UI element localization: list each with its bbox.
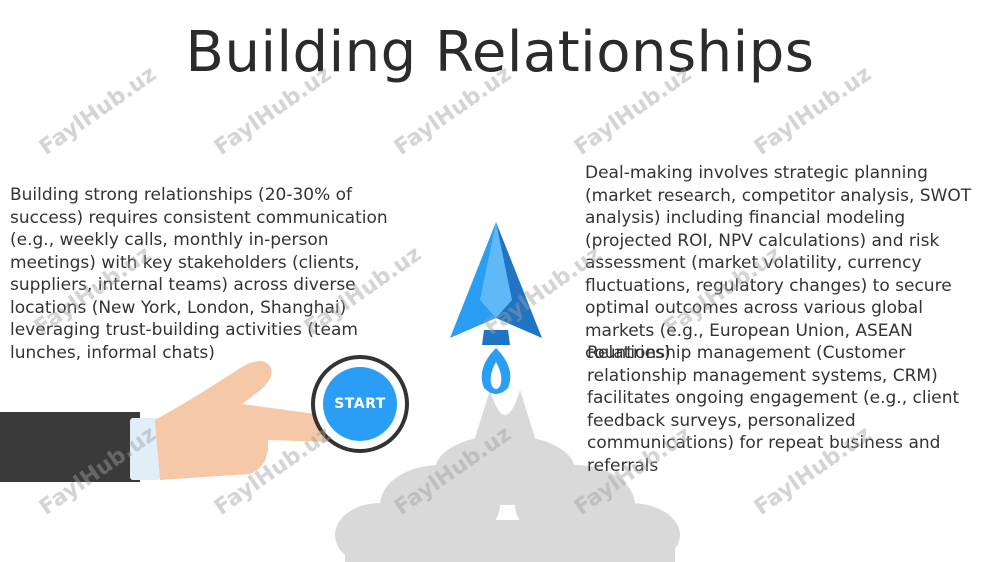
paragraph-deal-making: Deal-making involves strategic planning … (585, 163, 972, 363)
start-button-label: START (334, 396, 386, 412)
paragraph-building-relationships: Building strong relationships (20-30% of… (10, 185, 388, 363)
smoke-cloud-icon (335, 390, 680, 562)
start-button[interactable]: START (323, 367, 397, 441)
slide-title: Building Relationships (185, 20, 815, 85)
pointing-hand-icon (0, 360, 347, 482)
start-button-disc (323, 367, 397, 441)
rocket-icon (450, 222, 542, 394)
paragraph-relationship-management: Relationship management (Customer relati… (587, 343, 960, 476)
